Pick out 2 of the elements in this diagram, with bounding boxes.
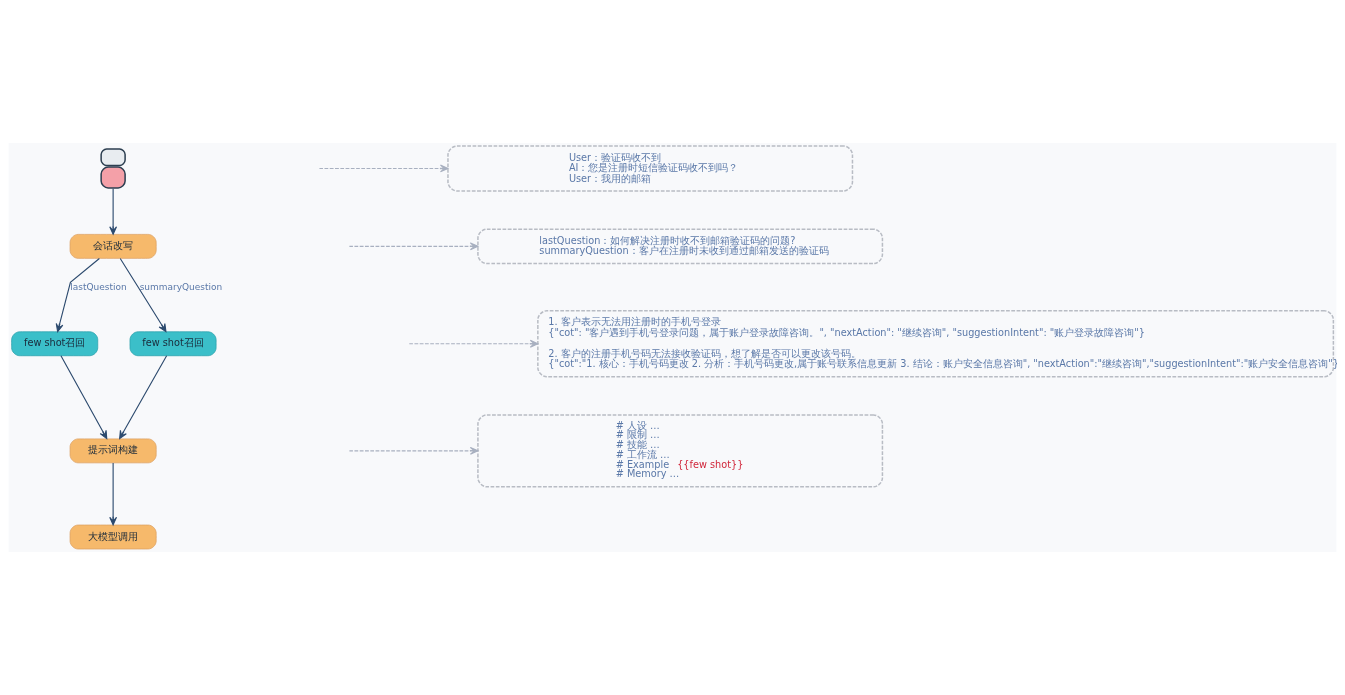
- edge-label: lastQuestion: [70, 281, 127, 292]
- edge-label: summaryQuestion: [139, 281, 223, 292]
